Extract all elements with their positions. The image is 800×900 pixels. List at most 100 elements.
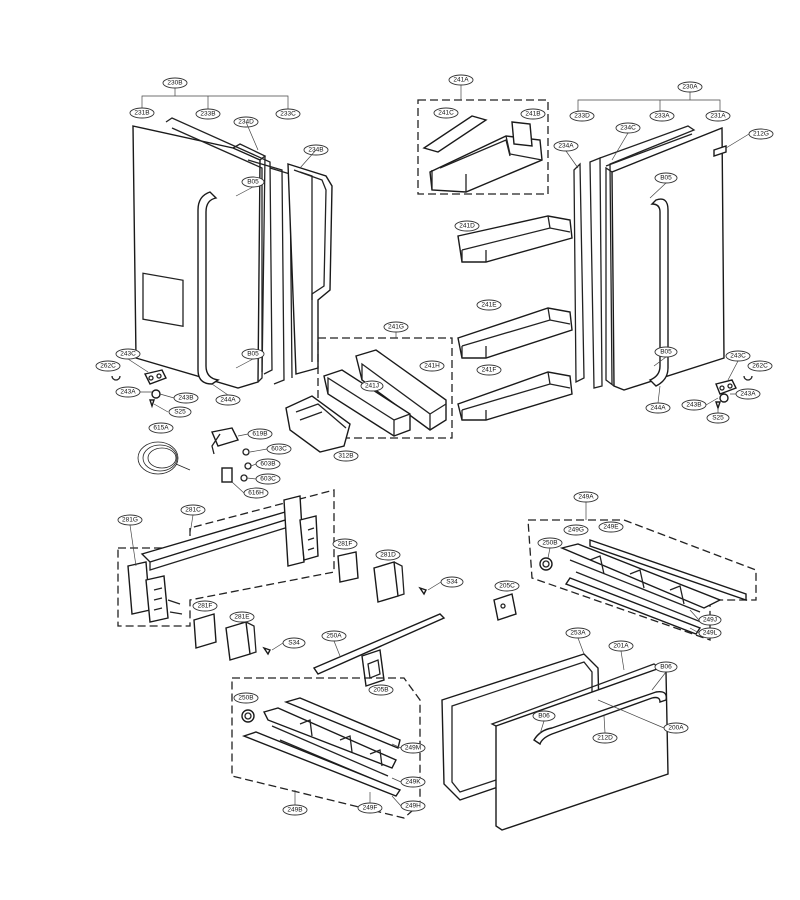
callout-244A-left: 244A: [215, 394, 241, 406]
callout-262C-left: 262C: [95, 360, 121, 372]
svg-text:B05: B05: [660, 349, 672, 356]
wheel-250B: [539, 557, 553, 571]
rail-249K: [241, 731, 402, 797]
bracket-281D: [373, 561, 405, 603]
svg-text:S25: S25: [174, 409, 186, 416]
callout-243C-left: 243C: [115, 348, 141, 360]
right-door-handle: [648, 198, 669, 387]
svg-text:241A: 241A: [453, 77, 469, 84]
callout-241J: 241J: [360, 380, 384, 392]
svg-text:249F: 249F: [363, 805, 378, 812]
lower-rail-assembly: [231, 677, 421, 819]
callout-249K: 249K: [400, 776, 426, 788]
callout-281D: 281D: [375, 549, 401, 561]
svg-text:S34: S34: [288, 640, 300, 647]
callout-205B: 205B: [368, 684, 394, 696]
callout-603C-a: 603C: [266, 443, 292, 455]
callout-230A: 230A: [677, 81, 703, 93]
callout-230B: 230B: [162, 77, 188, 89]
cover-312B: [285, 395, 351, 453]
svg-text:B05: B05: [247, 351, 259, 358]
svg-text:B05: B05: [660, 175, 672, 182]
svg-text:230A: 230A: [682, 84, 698, 91]
callout-B05-right-top: B05: [654, 172, 678, 184]
svg-text:241J: 241J: [365, 383, 379, 390]
callout-249J: 249J: [698, 614, 722, 626]
svg-text:241B: 241B: [525, 111, 540, 118]
callout-241E: 241E: [476, 299, 502, 311]
callout-616H: 616H: [243, 487, 269, 499]
door-shelf-241E: [457, 307, 573, 359]
svg-text:250A: 250A: [326, 633, 342, 640]
svg-text:281C: 281C: [185, 507, 201, 514]
svg-text:241E: 241E: [481, 302, 497, 309]
svg-text:231B: 231B: [134, 110, 149, 117]
callout-603B: 603B: [255, 458, 281, 470]
callout-233A: 233A: [649, 110, 675, 122]
svg-text:243A: 243A: [740, 391, 756, 398]
callout-253A: 253A: [565, 627, 591, 639]
callout-249G: 249G: [563, 524, 589, 536]
callout-212D: 212D: [592, 732, 618, 744]
callout-241B: 241B: [520, 108, 546, 120]
freezer-rail-assembly-right: [527, 519, 757, 641]
callout-241A: 241A: [448, 74, 474, 86]
svg-text:212G: 212G: [753, 131, 769, 138]
rail-281C: [140, 509, 300, 563]
callout-B05-right-bottom: B05: [654, 346, 678, 358]
callout-603C-b: 603C: [255, 473, 281, 485]
bar-250A: [312, 613, 446, 675]
callout-231B: 231B: [129, 107, 155, 119]
callout-233D: 233D: [569, 110, 595, 122]
svg-text:B06: B06: [660, 664, 672, 671]
svg-text:281F: 281F: [338, 541, 353, 548]
svg-text:201A: 201A: [613, 643, 629, 650]
callout-234A: 234A: [553, 140, 579, 152]
svg-text:243C: 243C: [730, 353, 746, 360]
bracket-281F-lower: [193, 613, 217, 649]
callout-619B: 619B: [247, 428, 273, 440]
rail-249M: [283, 697, 401, 749]
callout-249H: 249H: [400, 800, 426, 812]
svg-text:231A: 231A: [710, 113, 726, 120]
wheel-250B-lower: [241, 709, 255, 723]
svg-text:244A: 244A: [650, 405, 666, 412]
callout-205C: 205C: [494, 580, 520, 592]
callout-S25-right: S25: [706, 412, 730, 424]
water-tube-coil-icon: [137, 441, 179, 475]
svg-text:281F: 281F: [198, 603, 213, 610]
water-fittings: [211, 427, 252, 483]
svg-text:249J: 249J: [703, 617, 717, 624]
screw-icon: [262, 646, 271, 656]
callout-243C-right: 243C: [725, 350, 751, 362]
svg-text:312B: 312B: [338, 453, 353, 460]
callout-S25-left: S25: [168, 406, 192, 418]
svg-text:233B: 233B: [200, 111, 215, 118]
svg-text:B06: B06: [538, 713, 550, 720]
door-shelf-241F: [457, 371, 573, 421]
callout-250B: 250B: [537, 537, 563, 549]
svg-text:241G: 241G: [388, 324, 404, 331]
callout-243B-right: 243B: [681, 399, 707, 411]
svg-text:249A: 249A: [578, 494, 594, 501]
svg-text:233D: 233D: [574, 113, 590, 120]
svg-text:615A: 615A: [153, 425, 169, 432]
screw-icon: [418, 586, 427, 596]
svg-text:234A: 234A: [558, 143, 574, 150]
callout-281F-lower: 281F: [192, 600, 218, 612]
svg-text:241F: 241F: [482, 367, 497, 374]
svg-text:233C: 233C: [280, 111, 296, 118]
callout-B06-top: B06: [654, 661, 678, 673]
svg-text:253A: 253A: [570, 630, 586, 637]
callout-615A: 615A: [148, 422, 174, 434]
callout-241G: 241G: [383, 321, 409, 333]
svg-text:262C: 262C: [752, 363, 768, 370]
door-shelf-241D: [457, 215, 573, 263]
svg-text:281G: 281G: [122, 517, 138, 524]
svg-text:234C: 234C: [620, 125, 636, 132]
callout-281C: 281C: [180, 504, 206, 516]
callout-241C: 241C: [433, 107, 459, 119]
svg-text:S25: S25: [712, 415, 724, 422]
callout-281E: 281E: [229, 611, 255, 623]
svg-text:603B: 603B: [260, 461, 275, 468]
